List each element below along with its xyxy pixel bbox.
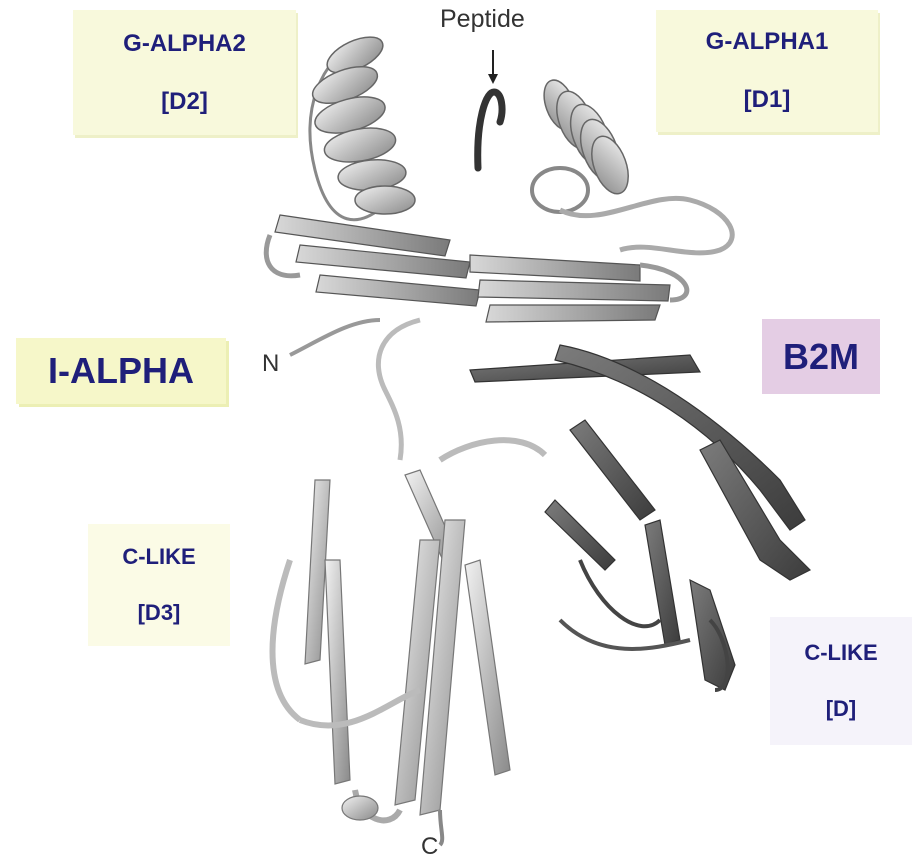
beta-sheet-platform [266, 215, 687, 322]
i-alpha-name: I-ALPHA [48, 350, 194, 392]
peptide-label: Peptide [440, 5, 525, 34]
n-terminus-label: N [262, 350, 279, 378]
peptide-chain [478, 50, 502, 168]
c-like-d-domain-label: C-LIKE [D] [770, 617, 912, 745]
b2m-name: B2M [783, 336, 859, 378]
g-alpha2-sub: [D2] [161, 73, 208, 131]
b2m-domain-label: B2M [762, 319, 880, 394]
c-like-d3-sub: [D3] [138, 585, 181, 641]
i-alpha-domain-label: I-ALPHA [16, 338, 226, 404]
g-alpha1-name: G-ALPHA1 [706, 13, 829, 71]
c-like-d3-domain-label: C-LIKE [D3] [88, 524, 230, 646]
alpha3-domain [273, 440, 546, 845]
g-alpha2-name: G-ALPHA2 [123, 15, 246, 73]
g-alpha1-sub: [D1] [744, 71, 791, 129]
b2m-domain [470, 345, 810, 690]
c-like-d-name: C-LIKE [804, 625, 877, 681]
alpha2-helix [308, 30, 415, 220]
g-alpha2-domain-label: G-ALPHA2 [D2] [73, 10, 296, 135]
c-like-d3-name: C-LIKE [122, 529, 195, 585]
c-terminus-label: C [421, 833, 438, 861]
g-alpha1-domain-label: G-ALPHA1 [D1] [656, 10, 878, 132]
c-like-d-sub: [D] [826, 681, 857, 737]
n-terminal-tail [290, 320, 380, 355]
linker-loop [378, 320, 420, 460]
